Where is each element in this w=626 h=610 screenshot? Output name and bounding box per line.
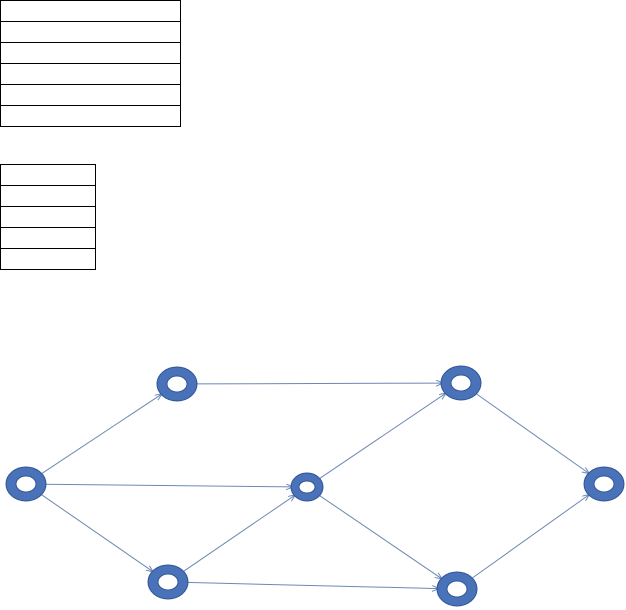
edges-layer [40,383,590,588]
edge-n1-n2 [40,394,162,475]
node-n7 [583,466,625,502]
edge-n4-n6 [318,494,443,579]
table-row [0,248,96,270]
node-n6 [436,571,478,607]
edge-n1-n3 [40,493,153,572]
node-hole [446,580,468,598]
node-hole [166,375,188,393]
node-n1 [5,466,47,502]
nodes-layer [5,365,625,607]
table-cell [0,105,181,127]
node-hole [450,374,472,392]
node-n4 [290,472,324,502]
edge-n6-n7 [471,495,590,579]
table-cell [0,248,96,270]
edge-n1-n4 [43,483,293,487]
edge-n3-n6 [185,581,439,588]
edge-n5-n7 [475,392,590,473]
edge-n2-n5 [194,383,443,384]
node-n2 [156,366,198,402]
node-hole [15,475,37,493]
node-hole [157,573,179,591]
node-n5 [440,365,482,401]
node-hole [298,480,316,494]
edge-n3-n4 [182,495,296,573]
table-row [0,105,181,127]
edge-n4-n5 [318,393,447,480]
table-bottom [0,164,96,270]
node-n3 [147,564,189,600]
table-top [0,0,181,127]
node-hole [593,475,615,493]
